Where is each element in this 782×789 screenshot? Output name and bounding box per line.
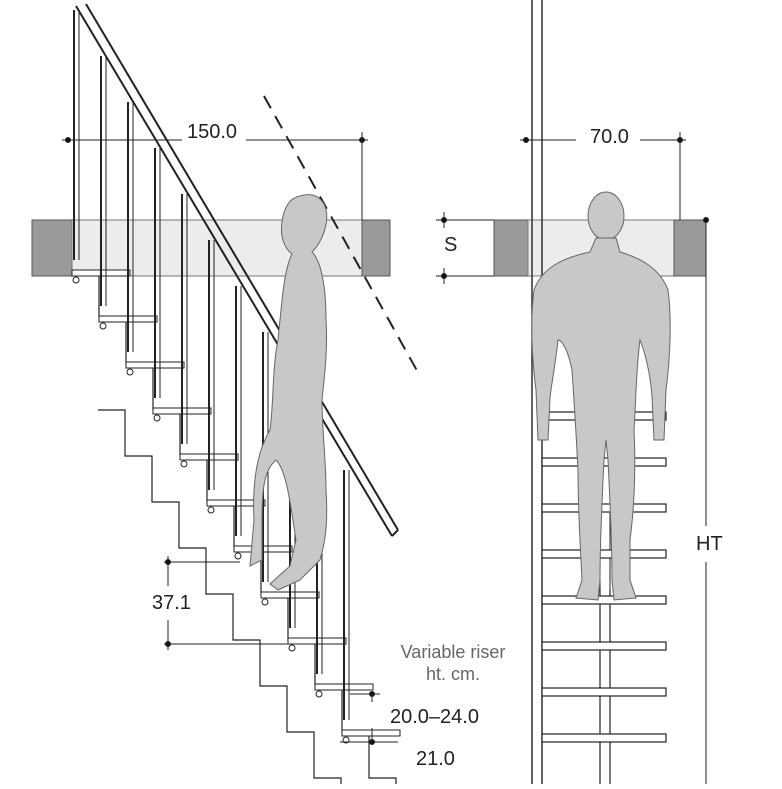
left-balusters <box>71 10 401 744</box>
slab-label: S <box>444 234 458 256</box>
stair-profile <box>72 271 397 789</box>
tread <box>541 733 667 743</box>
bracket-bolt <box>126 368 134 376</box>
front-view-stringer <box>599 590 611 784</box>
left-floor-slab <box>31 219 391 277</box>
height-label: HT <box>696 533 723 555</box>
bracket-bolt <box>288 644 296 652</box>
tread-bracket <box>341 729 401 737</box>
height-dimension <box>703 217 709 784</box>
headroom-line <box>263 95 421 377</box>
bracket-bolt <box>180 460 188 468</box>
tread <box>541 641 667 651</box>
side-view-figure <box>249 194 328 591</box>
tread <box>541 687 667 697</box>
side-width-dimension-label: 70.0 <box>590 126 629 148</box>
tread-dimension-label: 21.0 <box>416 748 455 770</box>
riser-dimension-lines <box>340 691 398 745</box>
tread <box>541 549 667 559</box>
front-view-figure <box>531 191 671 601</box>
going-dimension <box>164 556 290 650</box>
left-stair-steps <box>72 271 397 789</box>
bracket-bolt <box>72 276 80 284</box>
bracket-bolt <box>234 552 242 560</box>
left-handrail <box>75 3 399 537</box>
bracket-bolt <box>99 322 107 330</box>
tread <box>541 503 667 513</box>
bracket-bolt <box>315 690 323 698</box>
bracket-bolt <box>261 598 269 606</box>
riser-note-line2: ht. cm. <box>425 664 480 684</box>
width-dimension-label: 150.0 <box>187 121 238 143</box>
bracket-bolt <box>153 414 161 422</box>
going-dimension-label: 37.1 <box>152 592 191 614</box>
stair-profile-underside <box>98 409 342 789</box>
bracket-bolt <box>207 506 215 514</box>
tread <box>541 595 667 605</box>
riser-range-label: 20.0–24.0 <box>390 706 479 728</box>
side-width-dimension <box>520 132 686 220</box>
riser-note-line1: Variable riser <box>400 642 506 662</box>
width-dimension <box>62 132 368 220</box>
slab-dimension <box>436 212 494 284</box>
